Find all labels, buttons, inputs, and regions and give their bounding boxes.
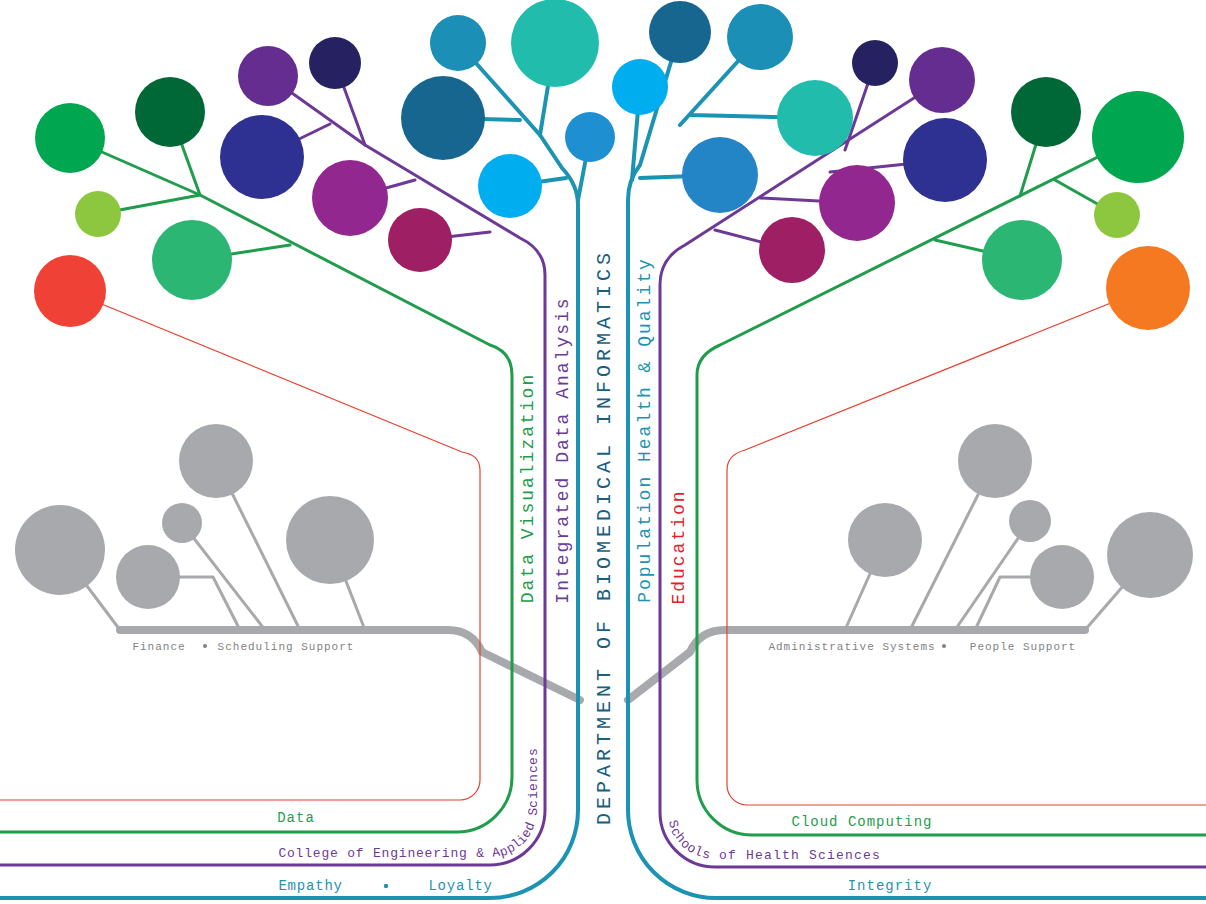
leaf (682, 137, 758, 213)
leaf (220, 115, 304, 199)
leaf (612, 59, 668, 115)
leaf (35, 103, 105, 173)
leaf (727, 4, 793, 70)
value-label: Integrity (848, 879, 933, 893)
support-label: People Support (970, 642, 1076, 653)
teal-branch (0, 43, 578, 898)
grey-leaf (1030, 545, 1094, 609)
leaf (1011, 77, 1081, 147)
leaf (75, 191, 121, 237)
grey-leaf (1009, 500, 1051, 542)
leaf (478, 154, 542, 218)
branch-label: Population Health & Quality (636, 257, 654, 603)
text-guide (0, 600, 573, 893)
separator-dot (942, 644, 946, 648)
grey-leaf (958, 424, 1032, 498)
leaf (34, 255, 106, 327)
leaf (401, 76, 485, 160)
root-label: Data (277, 811, 315, 825)
leaf (819, 165, 895, 241)
leaf (152, 220, 232, 300)
leaf (309, 37, 361, 89)
grey-leaf (179, 424, 253, 498)
support-label: Administrative Systems (768, 642, 935, 653)
leaf (903, 118, 987, 202)
leaf (852, 40, 898, 86)
leaf (1094, 192, 1140, 238)
grey-leaf (116, 545, 180, 609)
text-guide (0, 600, 573, 893)
support-label: Scheduling Support (218, 642, 355, 653)
separator-dot (203, 644, 207, 648)
text-guide (0, 600, 540, 860)
grey-twig (182, 523, 265, 630)
grey-leaf (848, 503, 922, 577)
leaf (312, 160, 388, 236)
leaf (1106, 246, 1190, 330)
red-branch (0, 291, 480, 800)
text-guide (665, 600, 1206, 862)
green-branch (697, 137, 1206, 835)
separator-dots (203, 644, 946, 888)
grey-leaf (286, 496, 374, 584)
title: DEPARTMENT OF BIOMEDICAL INFORMATICS (595, 249, 615, 825)
teal-branch (628, 32, 1206, 898)
leaf (777, 80, 853, 156)
leaf (238, 46, 298, 106)
leaf (1092, 91, 1184, 183)
branch-label: Data Visualization (519, 373, 537, 603)
purple-branch (660, 80, 1206, 867)
red-branch (727, 288, 1206, 805)
branch-label: Education (670, 489, 688, 604)
branch-lines (0, 32, 1206, 898)
purple-branch (0, 76, 545, 865)
leaf (565, 112, 615, 162)
leaf (430, 15, 486, 71)
grey-leaf (162, 503, 202, 543)
root-label: Cloud Computing (791, 815, 932, 829)
green-branch (0, 138, 512, 832)
leaf (759, 217, 825, 283)
grey-leaf (15, 505, 105, 595)
separator-dot (384, 884, 388, 888)
grey-leaf (1107, 512, 1193, 598)
leaf (388, 208, 452, 272)
leaf (511, 0, 599, 87)
support-label: Finance (132, 642, 185, 653)
branch-label: Integrated Data Analysis (554, 296, 572, 603)
leaf (135, 77, 205, 147)
leaf (982, 220, 1062, 300)
leaf (909, 47, 975, 113)
leaf (649, 1, 711, 63)
